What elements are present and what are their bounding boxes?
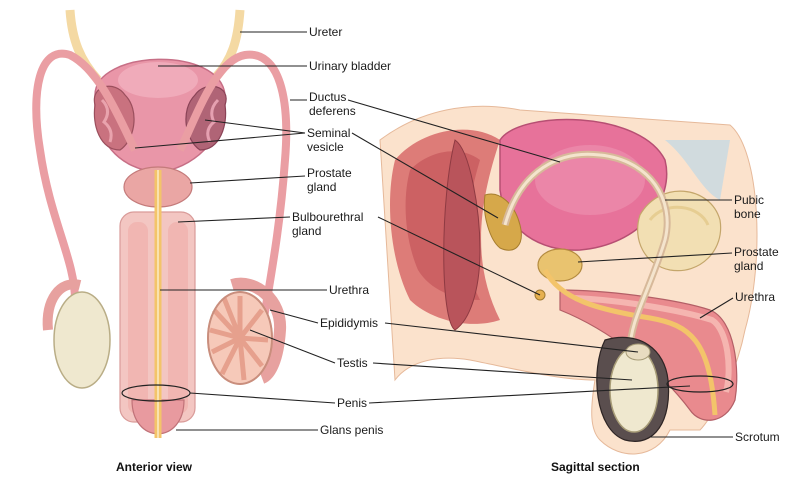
- sagittal-section-figure: [380, 106, 757, 454]
- label-prostate-gland-right: Prostate gland: [734, 245, 779, 273]
- label-ureter: Ureter: [309, 25, 342, 39]
- label-ductus-deferens: Ductus deferens: [309, 90, 356, 118]
- label-scrotum: Scrotum: [735, 430, 780, 444]
- label-testis: Testis: [337, 356, 368, 370]
- caption-sagittal-section: Sagittal section: [551, 460, 640, 474]
- anterior-view-figure: [36, 10, 286, 438]
- label-penis: Penis: [337, 396, 367, 410]
- prostate-gland-sagittal: [538, 249, 582, 281]
- leader-penis-left: [190, 393, 335, 403]
- leader-bulbourethral-left: [178, 217, 290, 222]
- label-bulbourethral-gland: Bulbourethral gland: [292, 210, 363, 238]
- label-urinary-bladder: Urinary bladder: [309, 59, 391, 73]
- label-urethra-left: Urethra: [329, 283, 369, 297]
- label-pubic-bone: Pubic bone: [734, 193, 764, 221]
- pubic-bone: [638, 191, 721, 271]
- label-epididymis: Epididymis: [320, 316, 378, 330]
- label-urethra-right: Urethra: [735, 290, 775, 304]
- label-glans-penis: Glans penis: [320, 423, 383, 437]
- label-seminal-vesicle: Seminal vesicle: [307, 126, 350, 154]
- caption-anterior-view: Anterior view: [116, 460, 192, 474]
- leader-prostate-left: [190, 176, 305, 183]
- testis-left: [54, 292, 110, 388]
- label-prostate-gland-left: Prostate gland: [307, 166, 352, 194]
- testis-section: [208, 284, 280, 384]
